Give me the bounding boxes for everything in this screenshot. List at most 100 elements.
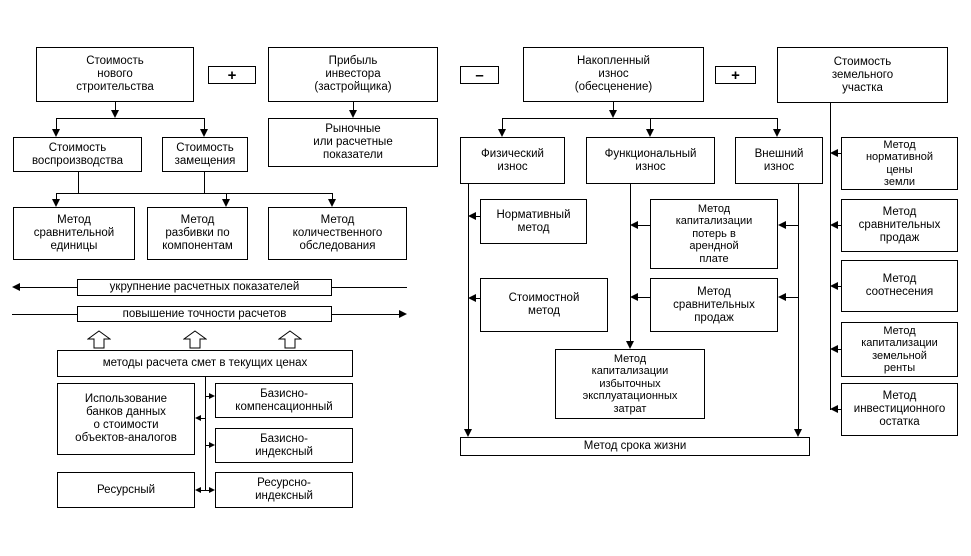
connector-line [468,184,469,430]
arrow-down-icon [349,110,357,118]
arrow-down-icon [498,129,506,137]
arrow-left-icon [830,282,838,290]
arrow-right-icon [399,310,407,318]
connector-line [638,225,650,226]
connector-line [115,102,116,111]
connector-line [836,225,841,226]
arrow-down-icon [464,429,472,437]
box-comparative-unit-method: Метод сравнительной единицы [13,207,135,260]
arrow-left-icon [830,405,838,413]
connector-line [56,193,332,194]
box-cost-method: Стоимостной метод [480,278,608,332]
arrow-left-icon [630,293,638,301]
box-excess-costs-capitalization-method: Метод капитализации избыточных эксплуата… [555,349,705,419]
plus-operator-box: + [208,66,256,84]
arrow-right-icon [209,442,215,448]
arrow-down-icon [773,129,781,137]
connector-line [332,193,333,200]
connector-line [205,377,206,490]
arrow-down-icon [111,110,119,118]
connector-line [836,286,841,287]
box-ratio-method: Метод соотнесения [841,260,958,312]
box-reproduction-cost: Стоимость воспроизводства [13,137,142,172]
connector-line [502,118,503,130]
connector-line [786,297,798,298]
box-resource-method: Ресурсный [57,472,195,508]
connector-line [650,118,651,130]
connector-line [78,172,79,193]
box-physical-wear: Физический износ [460,137,565,184]
connector-line [786,225,798,226]
arrow-down-icon [52,129,60,137]
arrow-left-icon [830,149,838,157]
box-investor-profit: Прибыль инвестора (застройщика) [268,47,438,102]
box-rent-loss-capitalization-method: Метод капитализации потерь в арендной пл… [650,199,778,269]
connector-line [204,172,205,193]
connector-line [332,287,407,288]
connector-line [474,216,480,217]
connector-line [630,184,631,342]
block-arrow-up-icon [278,330,302,349]
connector-line [56,118,204,119]
box-quantitative-survey-method: Метод количественного обследования [268,207,407,260]
box-cost-new-construction: Стоимость нового строительства [36,47,194,102]
box-normative-method: Нормативный метод [480,199,587,244]
connector-line [777,118,778,130]
connector-line [836,349,841,350]
box-basis-index-method: Базисно- индексный [215,428,353,463]
arrow-down-icon [52,199,60,207]
arrow-down-icon [794,429,802,437]
connector-line [205,396,210,397]
connector-line [205,445,210,446]
plus-operator-box-2: + [715,66,756,84]
box-accumulated-wear: Накопленный износ (обесценение) [523,47,704,102]
bar-calculation-precision: повышение точности расчетов [77,306,332,322]
box-basis-compensation-method: Базисно- компенсационный [215,383,353,418]
arrow-left-icon [12,283,20,291]
box-land-cost: Стоимость земельного участка [777,47,948,103]
arrow-left-icon [830,221,838,229]
connector-line [830,103,831,410]
arrow-left-icon [195,487,201,493]
arrow-left-icon [468,212,476,220]
box-current-price-estimate-methods: методы расчета смет в текущих ценах [57,350,353,377]
block-arrow-up-icon [87,330,111,349]
connector-line [353,102,354,111]
connector-line [20,287,77,288]
connector-line [332,314,399,315]
box-replacement-cost: Стоимость замещения [162,137,248,172]
connector-line [56,193,57,200]
connector-line [798,184,799,430]
bar-enlargement-of-indicators: укрупнение расчетных показателей [77,279,332,296]
connector-line [502,118,777,119]
connector-line [474,298,480,299]
arrow-left-icon [630,221,638,229]
connector-line [205,490,210,491]
arrow-down-icon [626,341,634,349]
arrow-left-icon [468,294,476,302]
connector-line [638,297,650,298]
arrow-down-icon [609,110,617,118]
box-databank-usage: Использование банков данных о стоимости … [57,383,195,455]
box-comparative-sales-method-land: Метод сравнительных продаж [841,199,958,252]
box-normative-land-price-method: Метод нормативной цены земли [841,137,958,190]
arrow-left-icon [195,415,201,421]
connector-line [226,193,227,200]
connector-line [200,490,205,491]
box-comparative-sales-method-wear: Метод сравнительных продаж [650,278,778,332]
box-functional-wear: Функциональный износ [586,137,715,184]
arrow-right-icon [209,487,215,493]
box-external-wear: Внешний износ [735,137,823,184]
connector-line [56,118,57,130]
minus-operator-box: – [460,66,499,84]
arrow-down-icon [222,199,230,207]
arrow-left-icon [778,221,786,229]
box-investment-residual-method: Метод инвестиционного остатка [841,383,958,436]
box-resource-index-method: Ресурсно- индексный [215,472,353,508]
arrow-right-icon [209,393,215,399]
connector-line [200,418,205,419]
box-lifetime-method: Метод срока жизни [460,437,810,456]
connector-line [204,118,205,130]
block-arrow-up-icon [183,330,207,349]
